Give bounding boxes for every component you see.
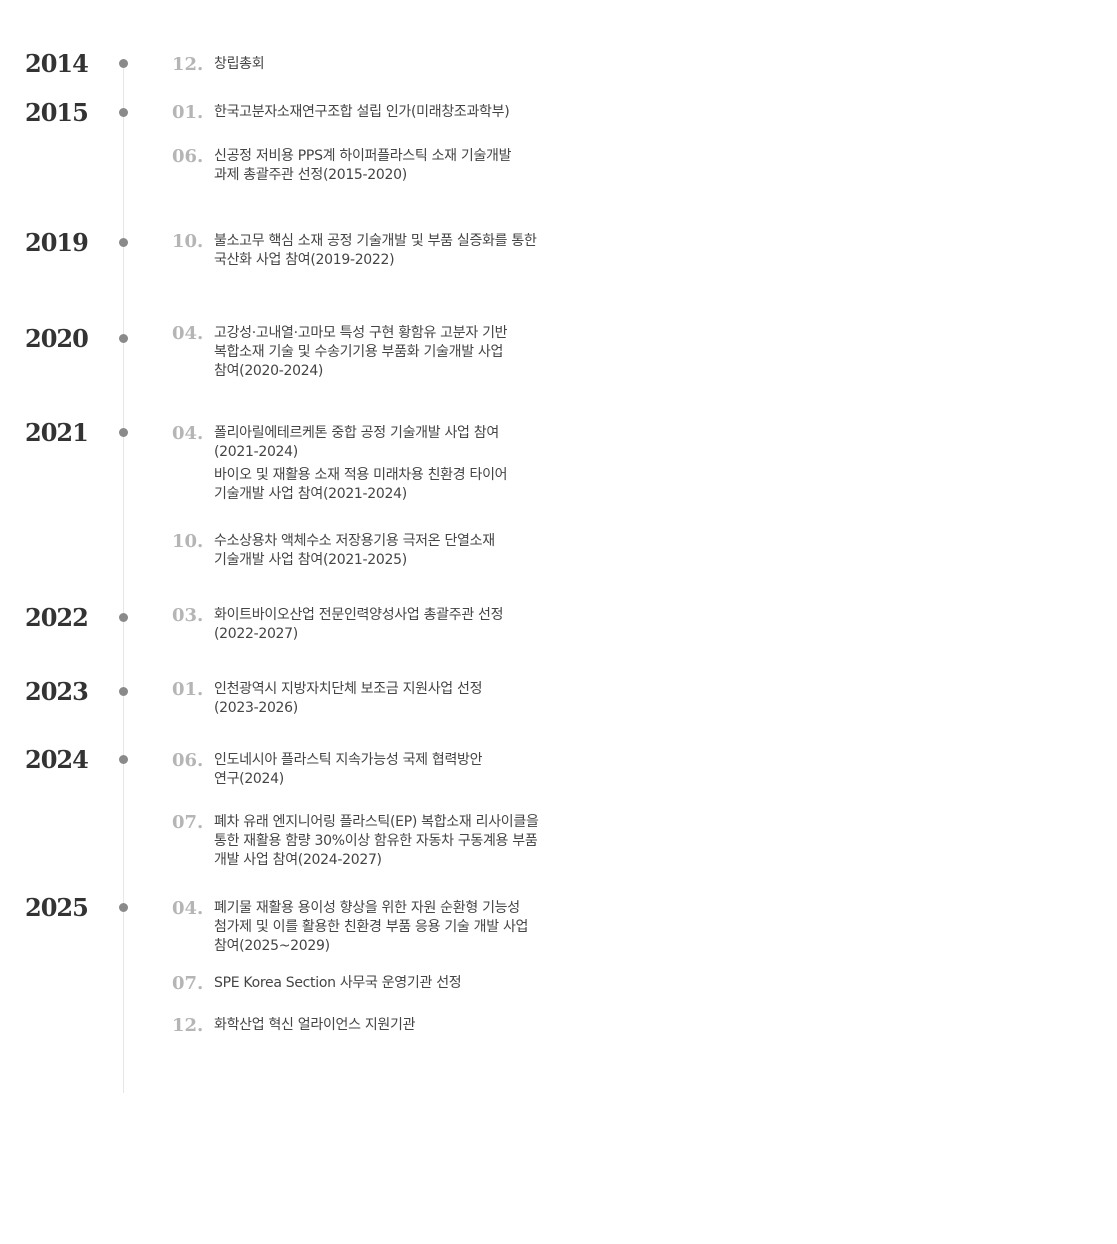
year-label: 2022 (25, 603, 89, 632)
entry-text-line: 인도네시아 플라스틱 지속가능성 국제 협력방안 (214, 752, 483, 768)
entry-month: 03. (172, 605, 204, 626)
timeline-dot-icon (119, 59, 128, 68)
entry-month: 12. (172, 1015, 204, 1036)
entry-text-line: 통한 재활용 함량 30%이상 함유한 자동차 구동계용 부품 (214, 833, 538, 849)
entry-text-line: 수소상용차 액체수소 저장용기용 극저온 단열소재 (214, 533, 495, 549)
entry-text-line: 폐기물 재활용 용이성 향상을 위한 자원 순환형 기능성 (214, 900, 520, 916)
timeline-dot-icon (119, 428, 128, 437)
entry-paragraph: 화학산업 혁신 얼라이언스 지원기관 (214, 1016, 594, 1035)
entry-text-line: 화학산업 혁신 얼라이언스 지원기관 (214, 1017, 416, 1033)
timeline-line (123, 60, 124, 1093)
year-label: 2025 (25, 893, 89, 922)
entry-paragraph: 한국고분자소재연구조합 설립 인가(미래창조과학부) (214, 103, 594, 122)
entry-text-line: 창립총회 (214, 56, 265, 72)
entry-description: 한국고분자소재연구조합 설립 인가(미래창조과학부) (214, 103, 594, 122)
entry-paragraph: 폴리아릴에테르케톤 중합 공정 기술개발 사업 참여 (2021-2024) (214, 424, 594, 462)
year-label: 2014 (25, 49, 89, 78)
entry-text-line: 참여(2025~2029) (214, 938, 330, 954)
entry-paragraph: 화이트바이오산업 전문인력양성사업 총괄주관 선정 (2022-2027) (214, 606, 594, 644)
entry-description: 창립총회 (214, 55, 594, 74)
entry-text-line: 신공정 저비용 PPS계 하이퍼플라스틱 소재 기술개발 (214, 148, 512, 164)
entry-text-line: 국산화 사업 참여(2019-2022) (214, 252, 395, 268)
entry-text-line: 고강성·고내열·고마모 특성 구현 황함유 고분자 기반 (214, 325, 508, 341)
timeline-dot-icon (119, 755, 128, 764)
entry-month: 04. (172, 898, 204, 919)
entry-description: 화이트바이오산업 전문인력양성사업 총괄주관 선정 (2022-2027) (214, 606, 594, 644)
timeline-dot-icon (119, 334, 128, 343)
entry-text-line: 불소고무 핵심 소재 공정 기술개발 및 부품 실증화를 통한 (214, 233, 537, 249)
entry-month: 04. (172, 323, 204, 344)
entry-text-line: SPE Korea Section 사무국 운영기관 선정 (214, 975, 462, 991)
year-label: 2023 (25, 677, 89, 706)
timeline-dot-icon (119, 903, 128, 912)
entry-text-line: (2022-2027) (214, 626, 298, 642)
entry-text-line: 화이트바이오산업 전문인력양성사업 총괄주관 선정 (214, 607, 504, 623)
entry-description: 인천광역시 지방자치단체 보조금 지원사업 선정 (2023-2026) (214, 680, 594, 718)
entry-text-line: 바이오 및 재활용 소재 적용 미래차용 친환경 타이어 (214, 467, 508, 483)
entry-month: 01. (172, 102, 204, 123)
entry-text-line: (2023-2026) (214, 700, 298, 716)
entry-text-line: 과제 총괄주관 선정(2015-2020) (214, 167, 407, 183)
entry-month: 04. (172, 423, 204, 444)
year-label: 2019 (25, 228, 89, 257)
entry-paragraph: SPE Korea Section 사무국 운영기관 선정 (214, 974, 594, 993)
entry-paragraph: 인천광역시 지방자치단체 보조금 지원사업 선정 (2023-2026) (214, 680, 594, 718)
entry-month: 10. (172, 231, 204, 252)
entry-text-line: 한국고분자소재연구조합 설립 인가(미래창조과학부) (214, 104, 510, 120)
entry-text-line: 참여(2020-2024) (214, 363, 324, 379)
entry-month: 10. (172, 531, 204, 552)
entry-description: SPE Korea Section 사무국 운영기관 선정 (214, 974, 594, 993)
entry-text-line: 개발 사업 참여(2024-2027) (214, 852, 382, 868)
entry-text-line: 복합소재 기술 및 수송기기용 부품화 기술개발 사업 (214, 344, 504, 360)
entry-text-line: (2021-2024) (214, 444, 298, 460)
entry-text-line: 인천광역시 지방자치단체 보조금 지원사업 선정 (214, 681, 483, 697)
entry-text-line: 첨가제 및 이를 활용한 친환경 부품 응용 기술 개발 사업 (214, 919, 529, 935)
timeline-dot-icon (119, 238, 128, 247)
entry-month: 07. (172, 973, 204, 994)
entry-description: 폴리아릴에테르케톤 중합 공정 기술개발 사업 참여 (2021-2024) 바이오… (214, 424, 594, 504)
entry-month: 07. (172, 812, 204, 833)
timeline-dot-icon (119, 108, 128, 117)
entry-month: 06. (172, 750, 204, 771)
year-label: 2021 (25, 418, 89, 447)
timeline-dot-icon (119, 613, 128, 622)
year-label: 2024 (25, 745, 89, 774)
year-label: 2015 (25, 98, 89, 127)
entry-month: 01. (172, 679, 204, 700)
year-label: 2020 (25, 324, 89, 353)
timeline-dot-icon (119, 687, 128, 696)
entry-description: 화학산업 혁신 얼라이언스 지원기관 (214, 1016, 594, 1035)
entry-text-line: 연구(2024) (214, 771, 284, 787)
entry-paragraph: 창립총회 (214, 55, 594, 74)
entry-month: 12. (172, 54, 204, 75)
entry-month: 06. (172, 146, 204, 167)
entry-text-line: 기술개발 사업 참여(2021-2024) (214, 486, 407, 502)
entry-text-line: 폴리아릴에테르케톤 중합 공정 기술개발 사업 참여 (214, 425, 499, 441)
entry-text-line: 기술개발 사업 참여(2021-2025) (214, 552, 407, 568)
entry-text-line: 폐차 유래 엔지니어링 플라스틱(EP) 복합소재 리사이클을 (214, 814, 539, 830)
